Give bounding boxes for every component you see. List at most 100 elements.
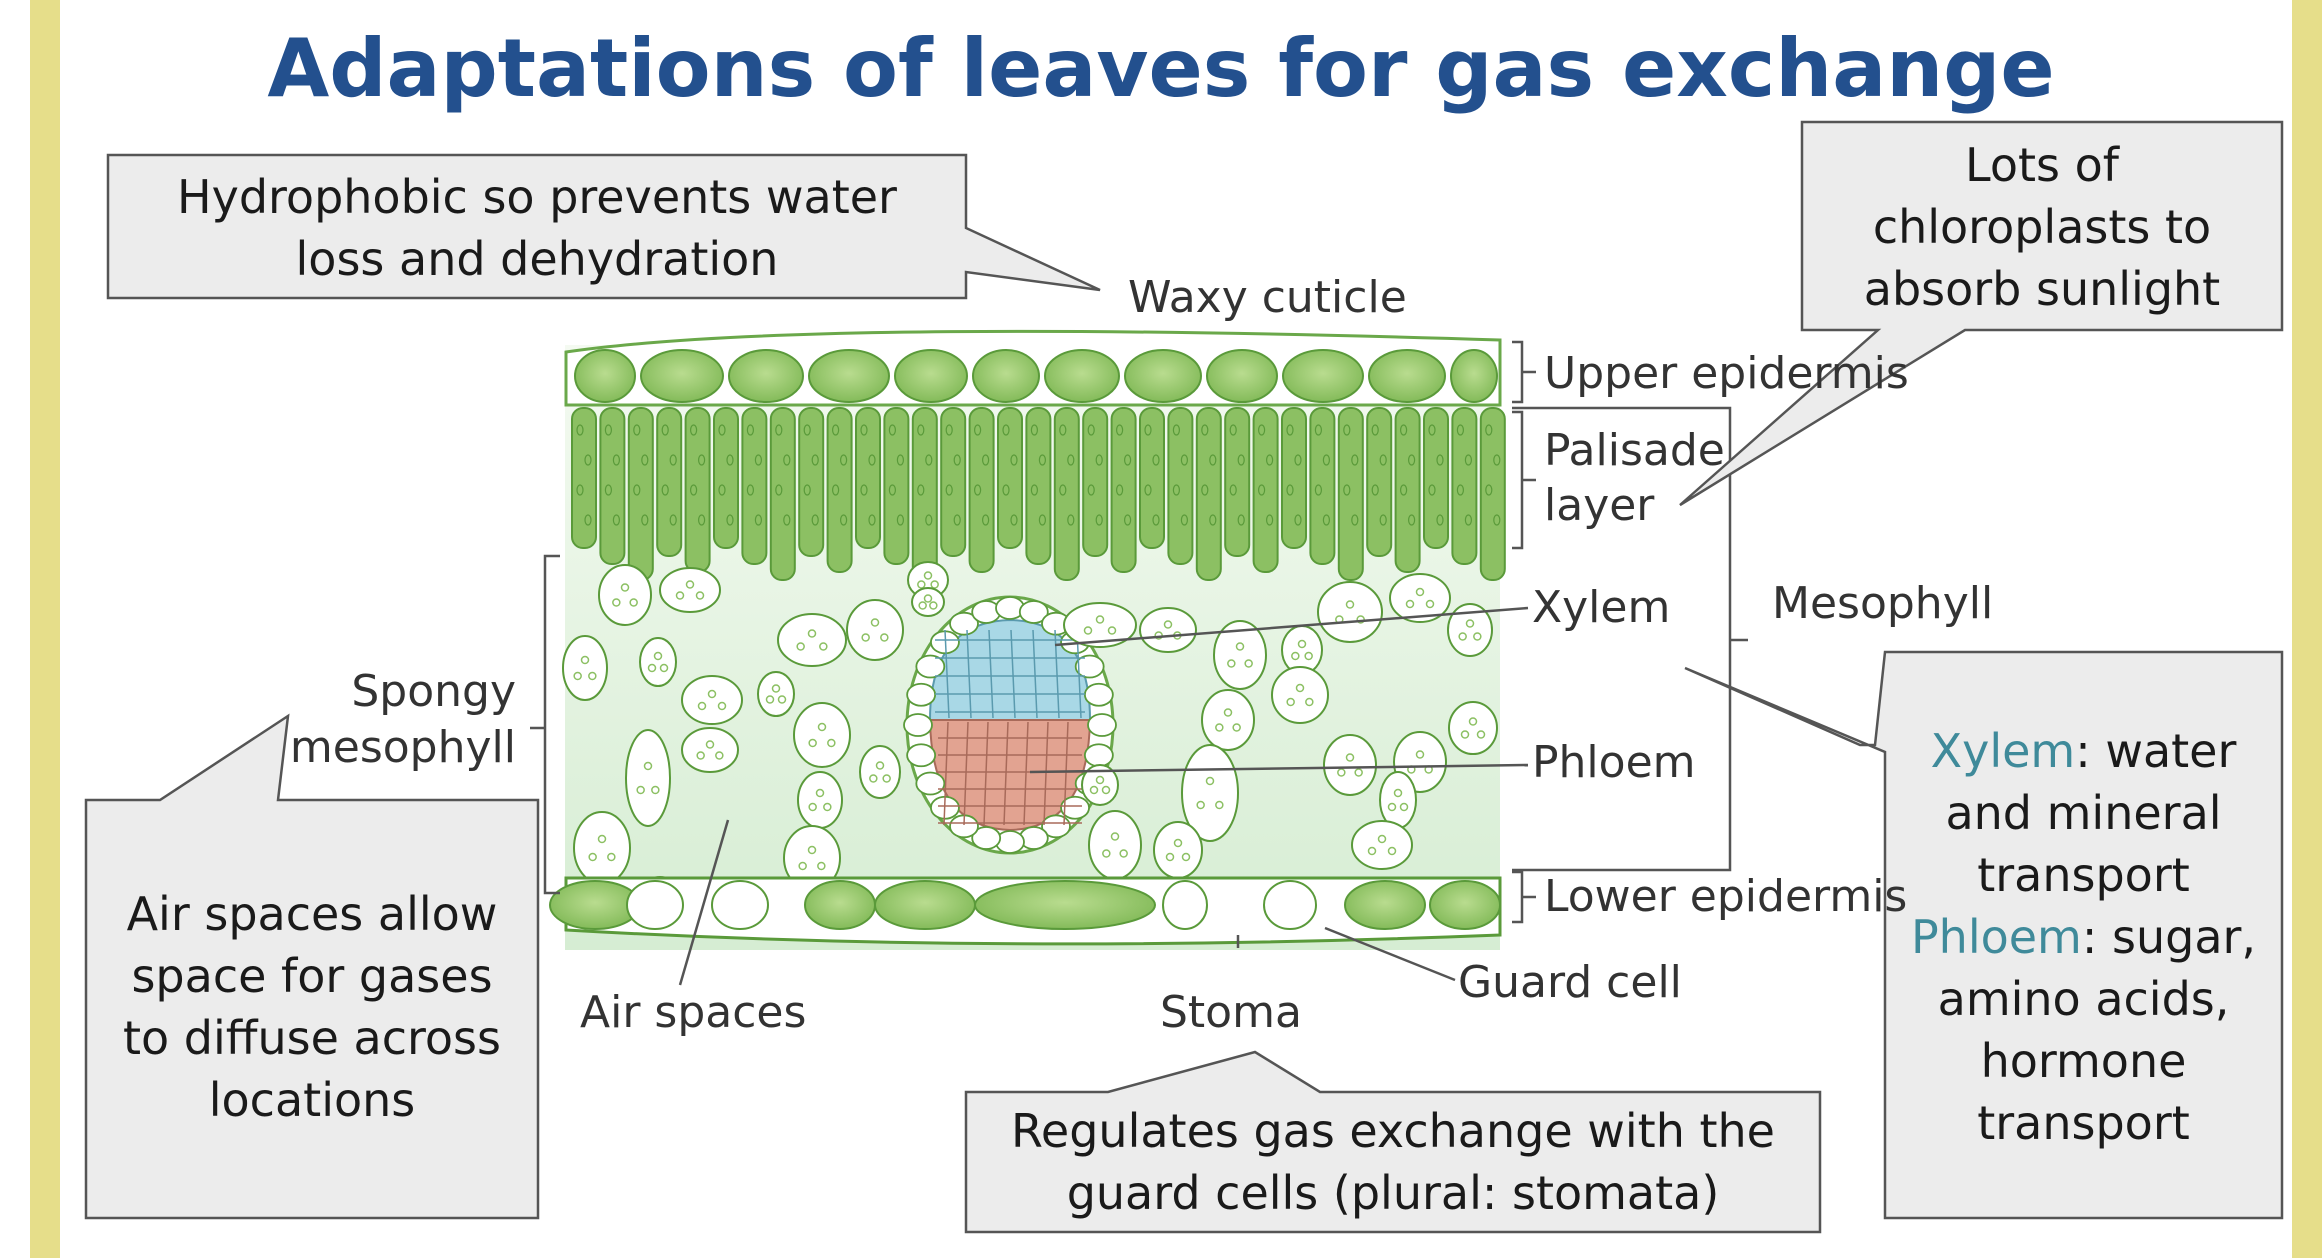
chloroplast <box>1345 600 1355 609</box>
spongy-cell <box>777 613 847 667</box>
chloroplast <box>633 424 641 436</box>
palisade-cell <box>1110 407 1137 573</box>
chloroplast <box>817 722 827 732</box>
bundle-sheath-cell <box>915 654 946 679</box>
air-spaces-callout-line3: to diffuse across <box>123 1011 501 1065</box>
chloroplast <box>803 484 811 496</box>
chloroplast <box>1237 514 1245 526</box>
chloroplast <box>1223 708 1233 717</box>
chloroplast <box>1286 424 1294 436</box>
chloroplast <box>1464 514 1473 526</box>
chloroplast <box>1110 832 1120 841</box>
chloroplast <box>1286 697 1295 707</box>
chloroplast <box>1227 659 1236 668</box>
chloroplast <box>860 484 868 496</box>
chloroplast <box>1030 484 1039 496</box>
palisade-callout-line3: absorb sunlight <box>1863 262 2221 316</box>
chloroplast <box>1379 514 1387 526</box>
spongy-cell <box>1088 810 1142 880</box>
chloroplast <box>771 684 781 693</box>
chloroplast <box>1257 484 1266 496</box>
chloroplast <box>1101 785 1111 795</box>
lower-epidermis-cell <box>1344 880 1426 930</box>
chloroplast <box>973 484 982 496</box>
chloroplast <box>796 642 805 651</box>
palisade-cell <box>1139 407 1165 549</box>
chloroplast <box>1387 802 1397 812</box>
chloroplast <box>1265 514 1274 526</box>
upper-epidermis-cell <box>1124 349 1202 403</box>
chloroplast <box>1172 484 1181 496</box>
palisade-cell <box>1224 407 1251 557</box>
cuticle-callout-text: Hydrophobic so prevents water loss and d… <box>108 166 966 290</box>
guard-cell <box>1162 880 1208 930</box>
lower-epidermis-cell <box>974 880 1156 930</box>
chloroplast <box>1460 730 1470 739</box>
chloroplast <box>1351 514 1359 526</box>
chloroplast <box>1415 750 1425 759</box>
callout-shapes <box>84 120 2284 1234</box>
spongy-cell <box>598 564 652 626</box>
chloroplast <box>718 484 726 496</box>
chloroplast <box>1123 514 1132 526</box>
chloroplast <box>1343 424 1351 436</box>
chloroplast <box>807 629 817 638</box>
chloroplast <box>1322 514 1331 526</box>
spongy-cell <box>1063 602 1137 648</box>
chloroplast <box>1493 514 1501 526</box>
chloroplast <box>1399 802 1409 812</box>
chloroplast <box>1107 626 1117 635</box>
cuticle-callout-box <box>106 153 1101 300</box>
chloroplast <box>923 594 933 603</box>
chloroplast <box>641 454 649 466</box>
chloroplast <box>1407 454 1416 466</box>
chloroplast <box>945 484 953 496</box>
palisade-cell <box>883 407 910 565</box>
bundle-sheath-cell <box>971 826 1002 850</box>
chloroplast <box>945 424 953 436</box>
palisade-cell <box>769 407 796 581</box>
chloroplast <box>918 601 927 610</box>
chloroplast <box>1314 484 1323 496</box>
label-spongy-line2: mesophyll <box>289 722 516 773</box>
chloroplast <box>1393 788 1403 798</box>
chloroplast <box>973 424 982 436</box>
chloroplast <box>831 424 840 436</box>
chloroplast <box>925 514 933 526</box>
chloroplast <box>1087 424 1095 436</box>
spongy-cell <box>859 745 901 799</box>
chloroplast <box>953 514 961 526</box>
chloroplast <box>868 514 876 526</box>
spongy-cell <box>625 729 671 827</box>
chloroplast <box>1265 454 1274 466</box>
palisade-cell <box>1053 407 1080 581</box>
chloroplast <box>1399 424 1408 436</box>
chloroplast <box>661 484 669 496</box>
chloroplast <box>839 454 848 466</box>
chloroplast <box>860 424 868 436</box>
bundle-sheath-cell <box>1083 682 1114 707</box>
chloroplast <box>839 514 848 526</box>
chloroplast <box>1428 484 1436 496</box>
phloem-term: Phloem <box>1910 910 2082 964</box>
palisade-cell <box>599 407 626 565</box>
chloroplast <box>1456 424 1465 436</box>
chloroplast <box>726 454 734 466</box>
chloroplast <box>746 484 755 496</box>
spongy-cell <box>573 811 631 885</box>
chloroplast <box>588 671 597 681</box>
chloroplast <box>1354 768 1363 777</box>
vascular-callout-line6: hormone <box>1980 1034 2187 1088</box>
palisade-cell <box>656 407 683 557</box>
chloroplast <box>661 424 669 436</box>
chloroplast <box>1067 514 1075 526</box>
vascular-bundle <box>903 595 1117 855</box>
chloroplast <box>1425 599 1435 609</box>
chloroplast <box>1209 514 1217 526</box>
chloroplast <box>604 424 613 436</box>
chloroplast <box>697 454 706 466</box>
chloroplast <box>1180 454 1189 466</box>
chloroplast <box>1095 775 1105 785</box>
upper-epidermis-cell <box>1206 349 1278 403</box>
